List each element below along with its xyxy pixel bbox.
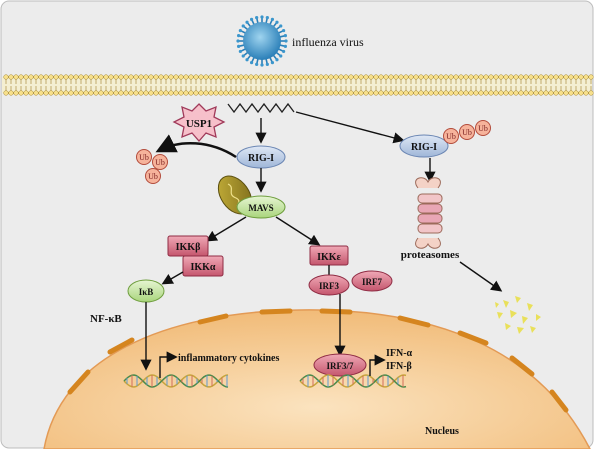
viral-rna-icon bbox=[227, 102, 295, 114]
ikb-label: IκB bbox=[139, 287, 154, 297]
arrow-rna-to-rigi-right bbox=[295, 111, 405, 144]
cell-membrane bbox=[2, 74, 594, 96]
ubiquitin-icon: Ub bbox=[136, 149, 152, 165]
protein-fragments-icon bbox=[495, 296, 541, 334]
rigi-right-label: RIG-I bbox=[411, 142, 437, 153]
irf3-label: IRF3 bbox=[319, 281, 339, 291]
ifn-alpha-label: IFN-α bbox=[386, 348, 413, 359]
arrow-transcription-left bbox=[159, 351, 178, 378]
ubiquitin-label: Ub bbox=[148, 172, 158, 181]
ubiquitin-icon: Ub bbox=[145, 168, 161, 184]
nfkb-label: NF-κB bbox=[90, 313, 122, 325]
proteasomes-label: proteasomes bbox=[401, 249, 460, 261]
dna-helix-left bbox=[123, 374, 229, 388]
ubiquitin-icon: Ub bbox=[152, 154, 168, 170]
ubiquitin-label: Ub bbox=[446, 132, 456, 141]
influenza-virus-icon bbox=[236, 15, 288, 67]
ubiquitin-icon: Ub bbox=[475, 120, 491, 136]
usp1-label: USP1 bbox=[186, 118, 212, 130]
ubiquitin-icon: Ub bbox=[443, 128, 459, 144]
arrow-ikk-to-ikb bbox=[161, 271, 184, 285]
nuclear-envelope-dashes bbox=[67, 308, 569, 413]
rigi-node-left: RIG-I bbox=[236, 145, 286, 169]
usp1-node: USP1 bbox=[172, 103, 226, 142]
ubiquitin-label: Ub bbox=[155, 158, 165, 167]
ikk-beta-label: IKKβ bbox=[176, 242, 201, 253]
irf7-node: IRF7 bbox=[351, 270, 393, 292]
ikk-epsilon-node: IKKε bbox=[309, 245, 349, 266]
mavs-label: MAVS bbox=[248, 203, 273, 213]
ikb-node: IκB bbox=[127, 279, 165, 303]
rigi-node-right: RIG-I bbox=[399, 134, 449, 158]
inflammatory-label: inflammatory cytokines bbox=[178, 353, 279, 364]
ikk-alpha-label: IKKα bbox=[190, 262, 215, 273]
arrow-mavs-to-ikk bbox=[205, 216, 247, 242]
ikk-alpha-node: IKKα bbox=[182, 255, 224, 277]
virus-label: influenza virus bbox=[292, 35, 364, 49]
irf7-label: IRF7 bbox=[362, 277, 382, 287]
irf3-node: IRF3 bbox=[308, 274, 350, 296]
ifn-beta-label: IFN-β bbox=[386, 361, 412, 372]
arrow-mavs-to-ikke bbox=[275, 216, 321, 246]
ikk-epsilon-label: IKKε bbox=[317, 252, 341, 263]
ubiquitin-label: Ub bbox=[139, 153, 149, 162]
dna-helix-right bbox=[299, 374, 407, 388]
nucleus-label: Nucleus bbox=[425, 426, 459, 437]
arrow-deubiquitination bbox=[155, 134, 237, 159]
ikk-beta-node: IKKβ bbox=[167, 235, 209, 257]
mavs-node: MAVS bbox=[236, 195, 286, 219]
irf37-node: IRF3/7 bbox=[313, 353, 367, 377]
ubiquitin-label: Ub bbox=[478, 124, 488, 133]
arrow-transcription-right bbox=[369, 354, 386, 376]
proteasome-icon bbox=[415, 177, 443, 249]
arrow-degradation bbox=[459, 261, 503, 292]
ubiquitin-icon: Ub bbox=[459, 124, 475, 140]
rigi-left-label: RIG-I bbox=[248, 153, 274, 164]
ubiquitin-label: Ub bbox=[462, 128, 472, 137]
irf37-label: IRF3/7 bbox=[327, 361, 355, 371]
